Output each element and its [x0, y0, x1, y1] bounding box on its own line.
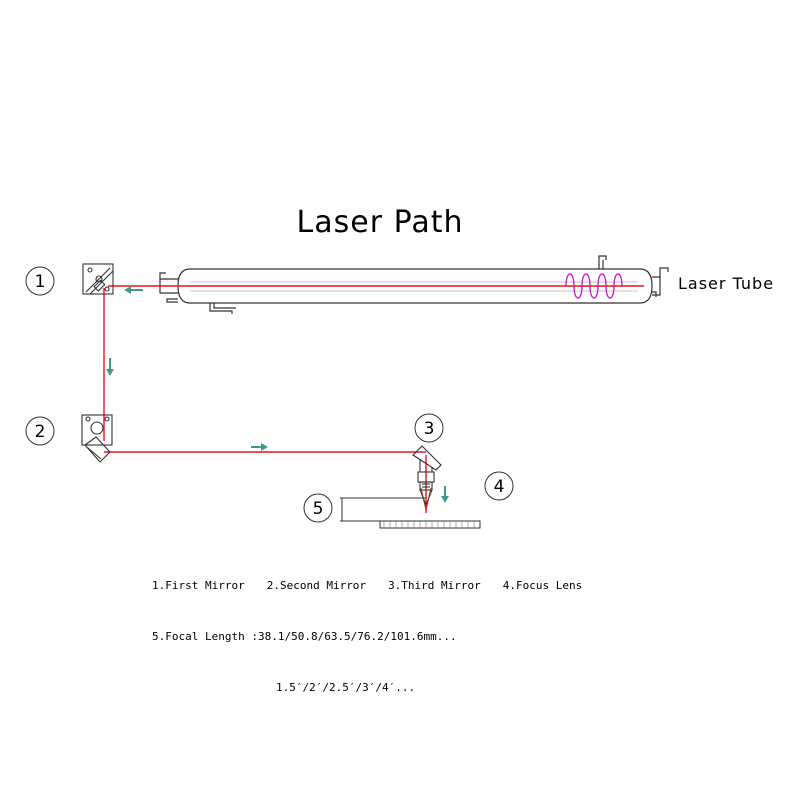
marker-3-label: 3	[424, 419, 435, 439]
marker-5: 5	[303, 493, 333, 523]
legend-item-second-mirror: 2.Second Mirror	[266, 579, 367, 592]
marker-5-label: 5	[313, 499, 324, 519]
legend-item-third-mirror: 3.Third Mirror	[388, 579, 481, 592]
legend-row-focal: 5.Focal Length :38.1/50.8/63.5/76.2/101.…	[152, 628, 652, 645]
diagram-title: Laser Path	[296, 205, 464, 240]
electrode-coil	[565, 273, 623, 299]
beam-arrow-left	[124, 286, 143, 294]
laser-tube	[159, 255, 669, 314]
marker-1: 1	[25, 266, 55, 296]
focus-lens-nozzle	[419, 489, 433, 507]
laser-tube-label: Laser Tube	[678, 274, 775, 293]
second-mirror-icon	[81, 414, 113, 463]
legend: 1.First Mirror 2.Second Mirror 3.Third Mir…	[152, 543, 652, 730]
beam-arrow-down-2	[441, 486, 449, 503]
marker-4: 4	[484, 471, 514, 501]
marker-3: 3	[414, 413, 444, 443]
legend-focal-length-mm: :38.1/50.8/63.5/76.2/101.6mm...	[251, 630, 457, 643]
legend-item-focus-lens: 4.Focus Lens	[502, 579, 583, 592]
legend-row-parts: 1.First Mirror 2.Second Mirror 3.Third Mir…	[152, 577, 652, 594]
legend-focal-length-inches: 1.5′/2′/2.5′/3′/4′...	[276, 681, 416, 694]
first-mirror-icon	[82, 263, 114, 295]
third-mirror-icon	[412, 445, 442, 491]
legend-item-first-mirror: 1.First Mirror	[152, 579, 245, 592]
focal-length-bracket	[340, 497, 426, 522]
legend-focal-length-label: 5.Focal Length	[152, 630, 245, 643]
laser-beam	[103, 285, 644, 513]
marker-4-label: 4	[494, 477, 505, 497]
marker-2: 2	[25, 416, 55, 446]
marker-2-label: 2	[35, 422, 46, 442]
beam-arrow-down-1	[106, 358, 114, 376]
beam-arrow-right	[251, 443, 268, 451]
marker-1-label: 1	[35, 272, 46, 292]
work-table	[379, 520, 481, 529]
